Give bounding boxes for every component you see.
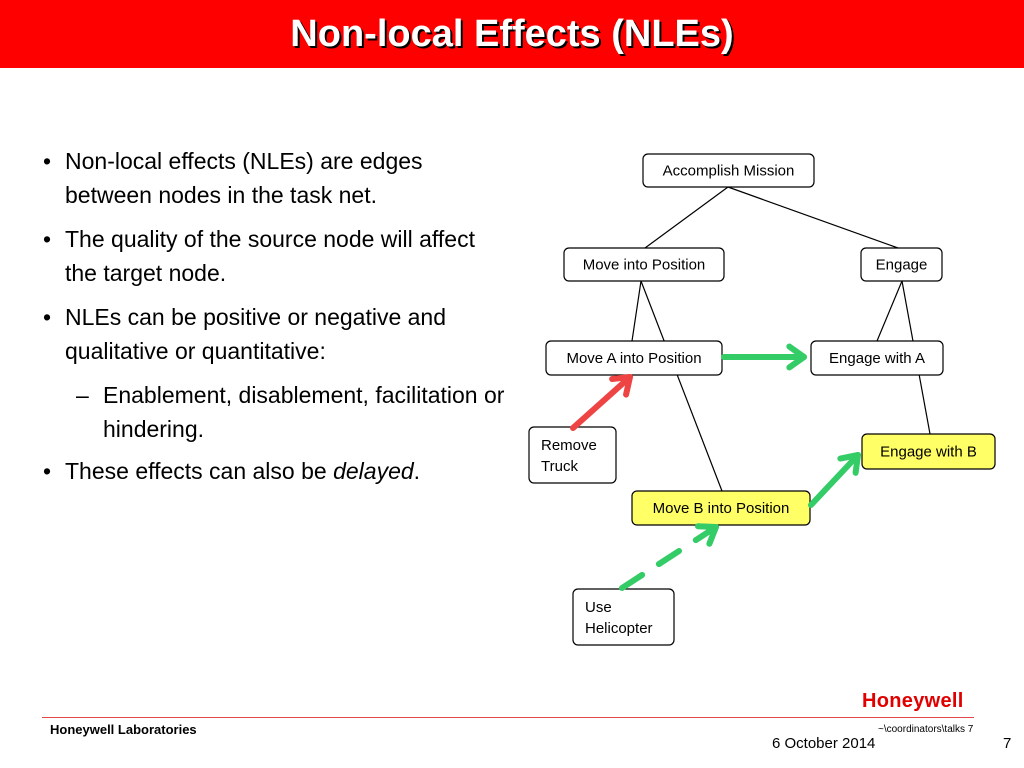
tree-edge (876, 280, 903, 342)
title-bar: Non-local Effects (NLEs) (0, 0, 1024, 68)
node-box (642, 153, 815, 188)
bullet-text: Non-local effects (NLEs) are edges betwe… (65, 148, 423, 208)
footer-divider (42, 717, 974, 718)
bullet-dot-icon: • (43, 304, 52, 330)
tree-edge (727, 186, 899, 249)
bullet-item: • The quality of the source node will af… (40, 222, 510, 290)
sub-bullet-text: Enablement, disablement, facilitation or… (103, 382, 505, 442)
footer-date: 6 October 2014 (772, 735, 876, 752)
bullet-list: • Non-local effects (NLEs) are edges bet… (40, 144, 510, 498)
node-box (861, 433, 996, 470)
node-label: Move B into Position (653, 500, 790, 517)
nle-arrow-positive (808, 452, 861, 508)
bullet-item: • Non-local effects (NLEs) are edges bet… (40, 144, 510, 212)
nle-arrow-positive (619, 523, 719, 591)
nle-arrow-negative (570, 374, 633, 431)
bullet-emphasis: delayed (333, 458, 414, 484)
task-node-engage: Engage (860, 247, 943, 282)
bullet-text: These effects can also be (65, 458, 334, 484)
sub-bullet-item: – Enablement, disablement, facilitation … (40, 378, 510, 446)
task-node-accomplish-mission: Accomplish Mission (642, 153, 815, 188)
node-label: Accomplish Mission (663, 163, 795, 180)
bullet-end: . (413, 458, 421, 484)
page-number: 7 (1003, 735, 1012, 752)
footer-path: ~\coordinators\talks 7 (878, 724, 974, 735)
tree-edge (631, 280, 642, 342)
task-node-move-a-into-position: Move A into Position (545, 340, 723, 376)
node-label: Engage with A (829, 350, 925, 367)
tree-edge (644, 186, 729, 249)
page-title: Non-local Effects (NLEs) (290, 13, 734, 55)
task-node-move-b-into-position: Move B into Position (631, 490, 811, 526)
node-label: Move A into Position (566, 350, 701, 367)
bullet-dot-icon: • (43, 148, 52, 174)
dash-icon: – (76, 382, 89, 408)
node-box (563, 247, 725, 282)
tree-edge (640, 280, 723, 492)
node-box (810, 340, 944, 376)
bullet-item: • These effects can also be delayed. (40, 454, 510, 488)
bullet-item: • NLEs can be positive or negative and q… (40, 300, 510, 368)
bullet-dot-icon: • (43, 458, 52, 484)
task-node-engage-with-a: Engage with A (810, 340, 944, 376)
node-label: Move into Position (583, 257, 706, 274)
bullet-dot-icon: • (43, 226, 52, 252)
task-node-engage-with-b: Engage with B (861, 433, 996, 470)
footer-lab-name: Honeywell Laboratories (50, 722, 197, 737)
node-label: Engage with B (880, 444, 977, 461)
node-box (860, 247, 943, 282)
node-label: Engage (876, 257, 928, 274)
bullet-text: NLEs can be positive or negative and qua… (65, 304, 447, 364)
node-box (631, 490, 811, 526)
honeywell-logo: Honeywell (862, 690, 964, 712)
task-node-move-into-position: Move into Position (563, 247, 725, 282)
bullet-text: The quality of the source node will affe… (65, 226, 475, 286)
nle-arrow-positive (721, 343, 807, 371)
